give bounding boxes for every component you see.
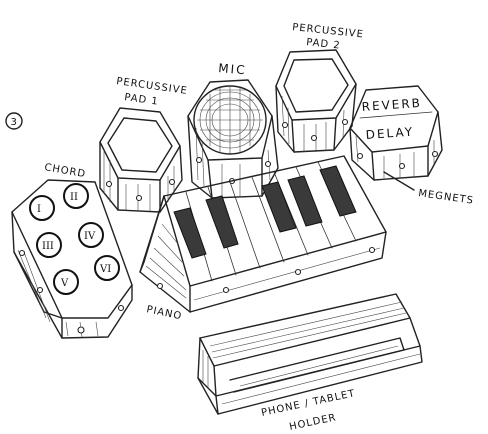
pad2-screw: [283, 123, 288, 128]
svg-text:II: II: [70, 192, 78, 203]
chord-screw: [38, 288, 43, 293]
piano-screw: [370, 248, 375, 253]
percussive-pad-1: PERCUSSIVE PAD 1: [100, 76, 188, 212]
step-number: 3: [11, 117, 18, 128]
pad2-label-line1: PERCUSSIVE: [292, 22, 365, 40]
holder-label-line1: PHONE / TABLET: [260, 388, 356, 419]
svg-text:IV: IV: [84, 231, 96, 242]
chord-button-5[interactable]: V: [54, 270, 78, 294]
mic-label: MIC: [218, 61, 247, 77]
pad1-label-line2: PAD 1: [124, 92, 160, 108]
pad1-screw: [170, 180, 175, 185]
svg-text:V: V: [60, 278, 69, 289]
svg-text:VI: VI: [99, 264, 111, 275]
effects-screw: [358, 154, 363, 159]
chord-screw: [20, 251, 25, 256]
svg-text:III: III: [42, 241, 54, 252]
magnets-annotation: MEGNETS: [384, 172, 475, 207]
svg-text:I: I: [37, 204, 41, 215]
chord-button-3[interactable]: III: [37, 233, 61, 257]
effects-screw: [400, 164, 405, 169]
chord-screw: [78, 327, 84, 333]
mic-screw: [197, 158, 202, 163]
delay-label: DELAY: [365, 125, 414, 142]
piano-module: PIANO: [140, 156, 386, 322]
piano-black-key[interactable]: [320, 166, 356, 216]
chord-screw: [119, 306, 124, 311]
piano-black-key[interactable]: [174, 208, 206, 258]
piano-screw: [296, 270, 301, 275]
phone-tablet-holder: PHONE / TABLET HOLDER: [198, 294, 422, 433]
chord-button-6[interactable]: VI: [95, 256, 119, 280]
mic-screw: [266, 162, 271, 167]
chord-button-2[interactable]: II: [64, 184, 88, 208]
mic-module: MIC: [188, 61, 278, 198]
pad1-screw: [137, 196, 142, 201]
piano-black-key[interactable]: [262, 182, 296, 232]
magnets-label: MEGNETS: [418, 188, 475, 207]
percussive-pad-2: PERCUSSIVE PAD 2: [276, 22, 364, 152]
step-marker: 3: [6, 113, 22, 129]
pad2-label-line2: PAD 2: [306, 37, 341, 52]
reverb-label: REVERB: [361, 96, 422, 114]
chord-label: CHORD: [43, 162, 86, 180]
piano-label: PIANO: [145, 304, 183, 322]
pad1-screw: [107, 182, 112, 187]
holder-label-line2: HOLDER: [288, 412, 337, 433]
effects-screw: [433, 152, 438, 157]
chord-button-4[interactable]: IV: [79, 223, 103, 247]
effects-module: REVERB DELAY: [350, 86, 442, 180]
pad2-screw: [343, 120, 348, 125]
piano-screw: [224, 288, 229, 293]
chord-button-1[interactable]: I: [30, 196, 54, 220]
piano-screw: [158, 284, 163, 289]
piano-black-key[interactable]: [206, 196, 238, 248]
pad2-screw: [312, 136, 317, 141]
chord-module: I II III IV V VI CHORD: [12, 162, 132, 338]
